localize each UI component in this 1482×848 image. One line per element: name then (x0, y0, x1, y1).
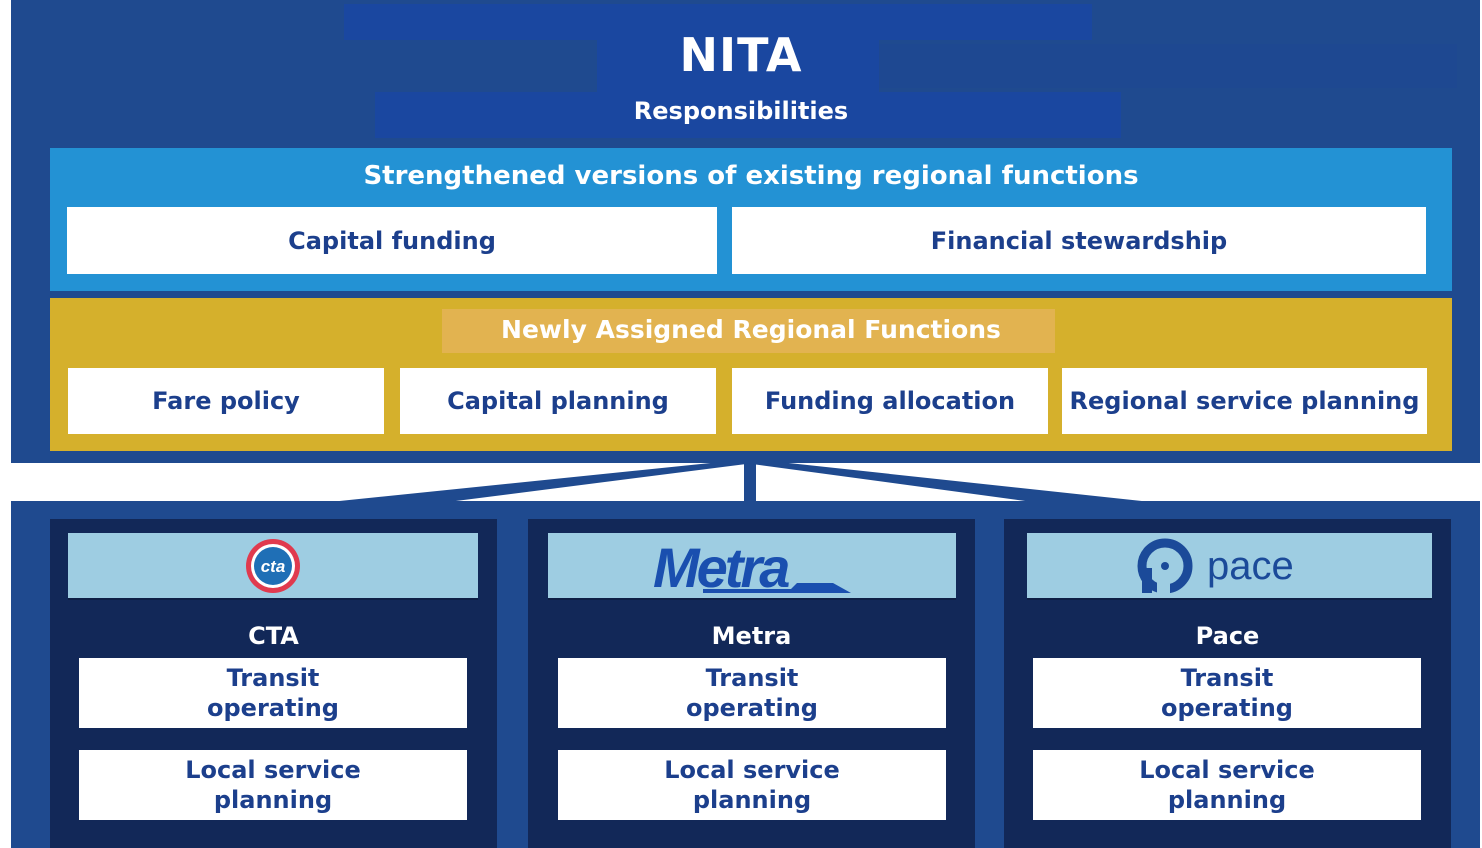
metra-name: Metra (711, 622, 792, 650)
cta-logo-icon: cta (246, 538, 300, 593)
cta-transit-operating-box: Transit operating (79, 658, 467, 728)
cta-name: CTA (248, 622, 299, 650)
title-shade (597, 36, 879, 96)
funding-allocation-box: Funding allocation (732, 368, 1048, 434)
metra-logo-box: Metra (548, 533, 956, 600)
pace-name: Pace (1195, 622, 1260, 650)
title-shade (375, 92, 1121, 138)
pace-local-planning-box: Local service planning (1033, 750, 1421, 820)
agency-metra: Metra Metra Transit operating Local serv… (528, 519, 975, 848)
metra-local-planning-box: Local service planning (558, 750, 946, 820)
capital-planning-box: Capital planning (400, 368, 716, 434)
title-shade (877, 44, 1457, 88)
connector-lines (320, 451, 1160, 503)
nita-subtitle: Responsibilities (633, 97, 849, 125)
pace-logo-text: pace (1207, 544, 1294, 588)
agency-cta: cta CTA Transit operating Local service … (50, 519, 497, 848)
cta-logo-text: cta (261, 557, 286, 576)
metra-transit-operating-box: Transit operating (558, 658, 946, 728)
new-functions-band: Newly Assigned Regional Functions Fare p… (50, 298, 1452, 451)
new-functions-title: Newly Assigned Regional Functions (501, 315, 1001, 344)
pace-logo-icon: pace (1137, 538, 1294, 595)
metra-logo-icon: Metra (653, 536, 851, 597)
agency-pace: pace Pace Transit operating Local servic… (1004, 519, 1451, 848)
financial-stewardship-box: Financial stewardship (732, 207, 1426, 274)
strengthened-title: Strengthened versions of existing region… (363, 161, 1139, 191)
capital-funding-box: Capital funding (67, 207, 717, 274)
nita-title: NITA (679, 28, 803, 82)
regional-service-planning-box: Regional service planning (1062, 368, 1427, 434)
pace-logo-box: pace (1027, 533, 1432, 600)
pace-transit-operating-box: Transit operating (1033, 658, 1421, 728)
strengthened-functions-band: Strengthened versions of existing region… (50, 148, 1452, 291)
new-functions-title-bg (442, 309, 1055, 353)
cta-logo-box: cta (68, 533, 478, 600)
title-shade (344, 4, 1092, 40)
cta-local-planning-box: Local service planning (79, 750, 467, 820)
fare-policy-box: Fare policy (68, 368, 384, 434)
metra-logo-text: Metra (653, 536, 789, 597)
